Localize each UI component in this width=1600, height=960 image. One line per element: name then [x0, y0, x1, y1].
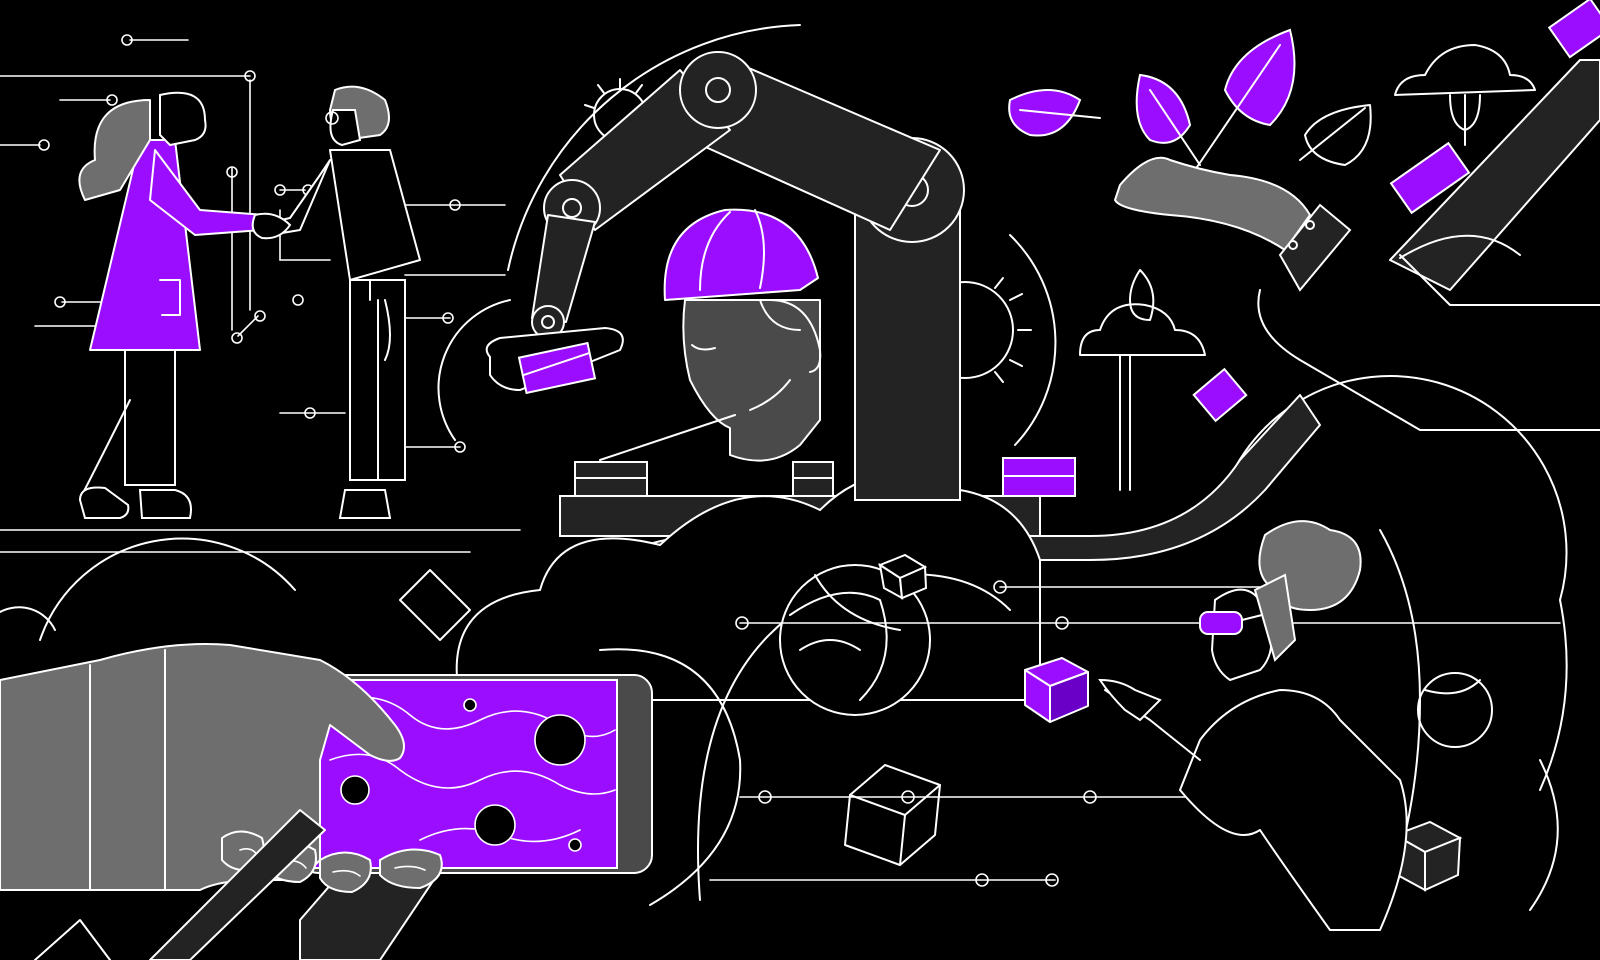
neck-line: [599, 414, 736, 461]
leaves: [1008, 28, 1372, 171]
man-with-glasses-figure: [269, 85, 421, 519]
handshake-hands: [251, 212, 292, 240]
hard-hat: [663, 208, 819, 301]
tree-icons: [1079, 44, 1536, 491]
small-sphere: [1417, 672, 1493, 748]
worker-head: [682, 299, 822, 462]
circuit-lines-right: [709, 529, 1568, 921]
plant-holding-hand: [1114, 156, 1352, 292]
purple-cube: [1024, 657, 1089, 723]
robot-arm: [485, 51, 965, 501]
diagonal-chute: [1192, 0, 1600, 431]
globe-sphere: [779, 564, 931, 716]
dark-cube: [1390, 820, 1463, 892]
vr-person: [1098, 520, 1408, 931]
diagonal-bar-bottom: [149, 809, 326, 960]
wireframe-cube: [844, 764, 941, 866]
circuit-lines-left: [0, 34, 521, 553]
woman-figure: [78, 91, 266, 519]
background-arcs: [0, 24, 1568, 641]
conveyor-boxes: [574, 457, 1076, 497]
small-cube: [877, 553, 928, 600]
